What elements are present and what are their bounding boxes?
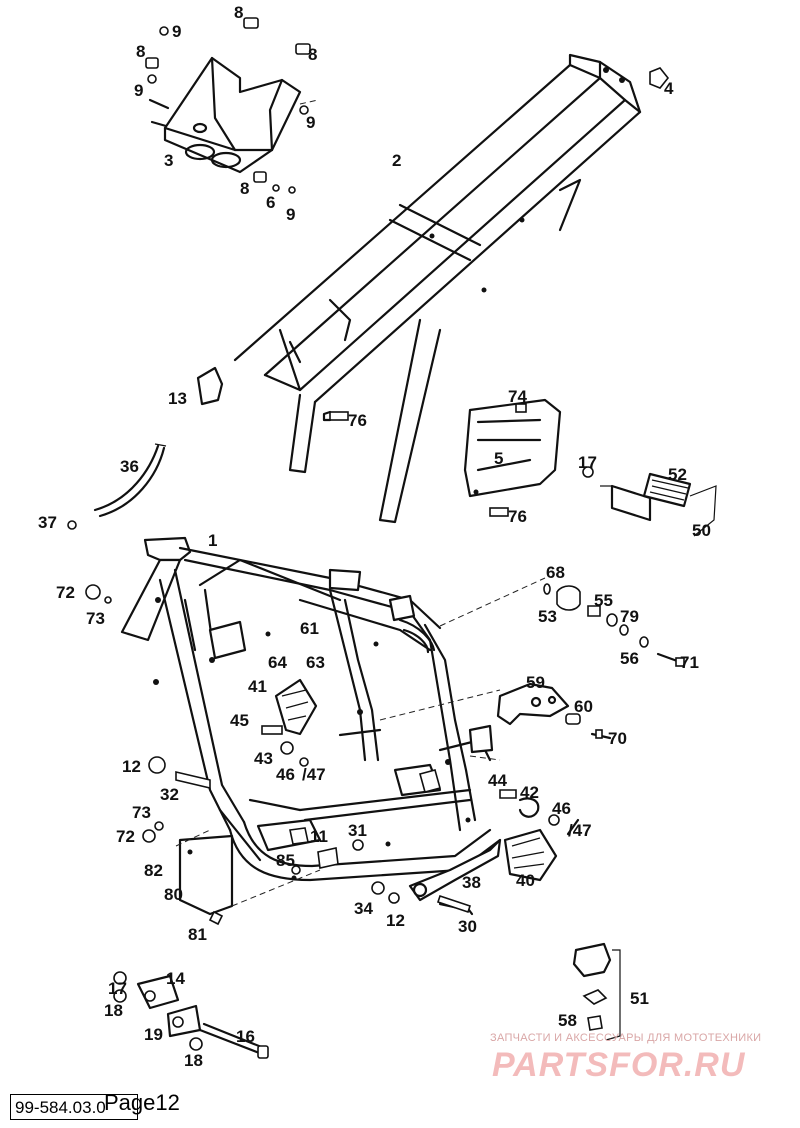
bracket-plates-14 (113, 971, 269, 1059)
subframe-bolt-4 (649, 67, 670, 89)
watermark-brand: PARTSFOR.RU (492, 1046, 746, 1084)
footrest-assembly (582, 466, 717, 537)
callout-56: 56 (620, 649, 639, 668)
chain-slider-tube (398, 618, 436, 654)
callout-8a: 8 (234, 3, 243, 22)
callout-43: 43 (254, 749, 273, 768)
watermark-tagline: ЗАПЧАСТИ И АКСЕССУАРЫ ДЛЯ МОТОТЕХНИКИ (490, 1032, 762, 1044)
callout-9b: 9 (134, 81, 143, 100)
callout-46b: 46 (552, 799, 571, 818)
callout-4: 4 (664, 79, 674, 98)
chain-guide-block-13 (196, 366, 224, 406)
callout-37: 37 (38, 513, 57, 532)
callout-8d: 8 (240, 179, 249, 198)
callout-46a: 46 (276, 765, 295, 784)
callout-73a: 73 (86, 609, 105, 628)
callout-52: 52 (668, 465, 687, 484)
main-frame (120, 536, 502, 882)
callout-74: 74 (508, 387, 527, 406)
callout-34: 34 (354, 899, 373, 918)
callout-1: 1 (208, 531, 217, 550)
callout-30: 30 (458, 917, 477, 936)
callout-70: 70 (608, 729, 627, 748)
rear-subframe (233, 53, 642, 524)
callout-40: 40 (516, 871, 535, 890)
skid-plate-hardware (145, 17, 319, 194)
callout-42: 42 (520, 783, 539, 802)
breather-hose (67, 443, 167, 530)
callout-82: 82 (144, 861, 163, 880)
left-lower-parts (85, 584, 301, 926)
callout-63: 63 (306, 653, 325, 672)
callout-36: 36 (120, 457, 139, 476)
side-bracket (463, 398, 562, 517)
callout-79: 79 (620, 607, 639, 626)
callout-8c: 8 (308, 45, 317, 64)
callout-12a: 12 (122, 757, 141, 776)
callout-55: 55 (594, 591, 613, 610)
bolt-76a (322, 410, 349, 422)
callout-16: 16 (236, 1027, 255, 1046)
callout-31: 31 (348, 821, 367, 840)
skid-plate (148, 56, 302, 174)
callout-2: 2 (392, 151, 401, 170)
footpeg-left-41 (261, 678, 318, 767)
callout-17a: 17 (578, 453, 597, 472)
callout-14: 14 (166, 969, 185, 988)
callout-47b: /47 (568, 821, 592, 840)
callout-18b: 18 (184, 1051, 203, 1070)
callout-47a: /47 (302, 765, 326, 784)
callout-44: 44 (488, 771, 507, 790)
callout-13: 13 (168, 389, 187, 408)
callout-45: 45 (230, 711, 249, 730)
callout-41: 41 (248, 677, 267, 696)
callout-11: 11 (310, 827, 328, 846)
callout-58: 58 (558, 1011, 577, 1030)
stand-parts-51 (572, 942, 621, 1041)
bushing-set-53 (543, 583, 685, 667)
callout-64: 64 (268, 653, 287, 672)
brake-pedal-59 (496, 682, 612, 740)
callout-6: 6 (266, 193, 275, 212)
frame-bushings (289, 769, 472, 914)
callout-12b: 12 (386, 911, 405, 930)
callout-85: 85 (276, 851, 295, 870)
callout-17b: 17 (108, 979, 127, 998)
callout-38: 38 (462, 873, 481, 892)
callout-59: 59 (526, 673, 545, 692)
dashed-leader-lines (175, 577, 546, 907)
callout-9d: 9 (286, 205, 295, 224)
callout-51: 51 (630, 989, 649, 1008)
callout-53: 53 (538, 607, 557, 626)
document-code: 99-584.03.0 (10, 1094, 138, 1120)
callout-73b: 73 (132, 803, 151, 822)
callout-80: 80 (164, 885, 183, 904)
callout-76b: 76 (508, 507, 527, 526)
callout-19: 19 (144, 1025, 163, 1044)
callout-61: 61 (300, 619, 319, 638)
callout-81: 81 (188, 925, 207, 944)
callout-3: 3 (164, 151, 173, 170)
callout-18a: 18 (104, 1001, 123, 1020)
callout-8b: 8 (136, 42, 145, 61)
callout-50: 50 (692, 521, 711, 540)
callout-68: 68 (546, 563, 565, 582)
page-label: Page12 (104, 1090, 180, 1115)
callout-32: 32 (160, 785, 179, 804)
callout-72b: 72 (116, 827, 135, 846)
callout-76a: 76 (348, 411, 367, 430)
callout-9a: 9 (172, 22, 181, 41)
callout-71: 71 (680, 653, 699, 672)
callout-9c: 9 (306, 113, 315, 132)
callout-72a: 72 (56, 583, 75, 602)
callout-60: 60 (574, 697, 593, 716)
callout-5: 5 (494, 449, 503, 468)
